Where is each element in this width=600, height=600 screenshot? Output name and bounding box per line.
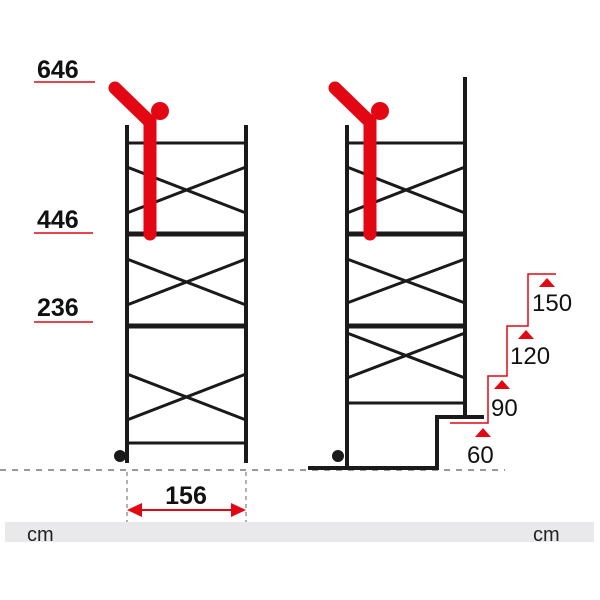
triangle-marker-icon xyxy=(475,428,491,437)
wheel-icon xyxy=(114,450,126,462)
unit-bar xyxy=(5,522,594,542)
height-446: 446 xyxy=(37,206,79,234)
triangle-marker-icon xyxy=(494,380,510,389)
person-icon xyxy=(328,81,389,241)
step-height-scale: 60 90 120 150 xyxy=(450,273,572,469)
width-156: 156 xyxy=(165,482,207,510)
step-60: 60 xyxy=(467,442,494,469)
wheel-icon xyxy=(332,450,344,462)
right-scaffold-tower xyxy=(308,77,484,470)
width-dimension: 156 xyxy=(126,472,247,522)
person-icon xyxy=(108,81,169,241)
left-scaffold-tower xyxy=(114,125,248,463)
height-labels: 646 446 236 xyxy=(34,56,95,323)
height-646: 646 xyxy=(37,56,79,84)
triangle-marker-icon xyxy=(539,278,555,287)
unit-right: cm xyxy=(533,524,560,546)
unit-left: cm xyxy=(27,524,54,546)
height-236: 236 xyxy=(37,294,79,322)
step-120: 120 xyxy=(510,343,550,370)
triangle-marker-icon xyxy=(518,330,534,339)
step-150: 150 xyxy=(532,290,572,317)
step-90: 90 xyxy=(491,395,518,422)
